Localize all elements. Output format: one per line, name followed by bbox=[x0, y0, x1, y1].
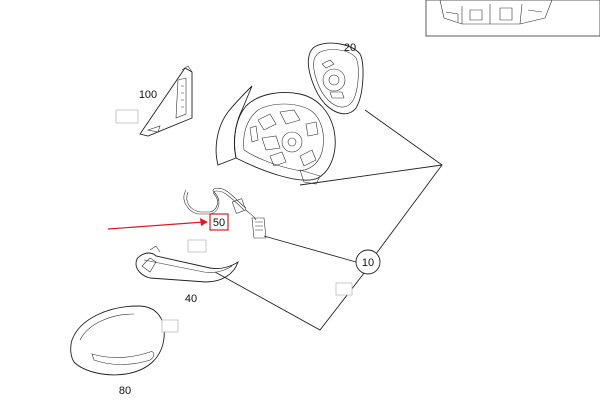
placeholder-box bbox=[161, 319, 179, 333]
label-20: 20 bbox=[344, 42, 356, 54]
highlight-arrow bbox=[107, 218, 208, 230]
trim-cover-part bbox=[139, 65, 193, 137]
mirror-cap-part bbox=[70, 305, 165, 376]
wiring-harness-part bbox=[183, 187, 267, 239]
label-50: 50 bbox=[213, 217, 225, 229]
label-100: 100 bbox=[139, 89, 157, 101]
highlight-box-50 bbox=[209, 213, 229, 231]
placeholder-box bbox=[335, 282, 353, 296]
vehicle-inset-thumbnail bbox=[425, 0, 600, 37]
label-10: 10 bbox=[362, 257, 374, 269]
label-40: 40 bbox=[185, 293, 197, 305]
callout-circle-10 bbox=[355, 249, 381, 275]
placeholder-box bbox=[115, 109, 139, 124]
placeholder-box bbox=[187, 239, 207, 253]
turn-signal-lamp-part bbox=[135, 245, 239, 283]
mirror-assembly-part bbox=[215, 85, 336, 185]
mirror-glass-part bbox=[307, 42, 364, 115]
placeholder-boxes bbox=[115, 109, 353, 333]
label-80: 80 bbox=[119, 385, 131, 397]
leader-lines bbox=[214, 109, 443, 331]
